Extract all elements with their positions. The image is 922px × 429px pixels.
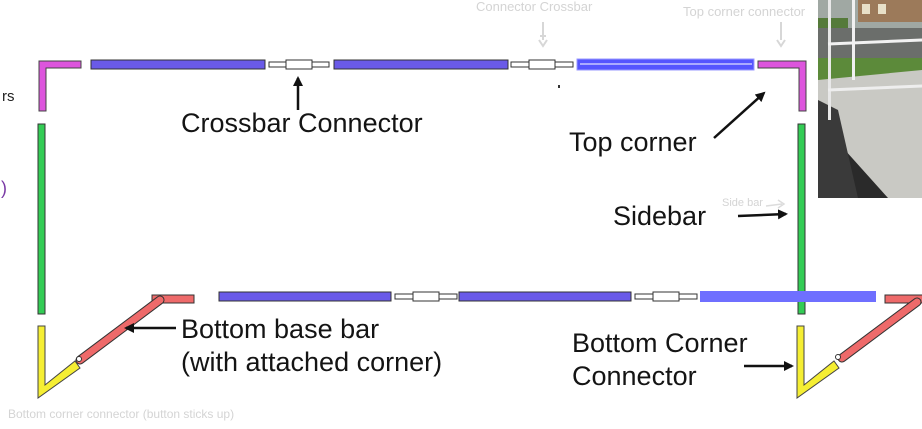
ghost-label-bottom-corner-connector: Bottom corner connector (button sticks u… <box>8 407 235 421</box>
ghost-arrow-connector <box>538 22 548 48</box>
bottom-base-bar-label-line1: Bottom base bar <box>181 314 380 344</box>
top-crossbar-1 <box>90 59 266 70</box>
bottom-corner-connector-label: Bottom Corner Connector <box>572 327 748 393</box>
sidebar-label: Sidebar <box>613 201 707 231</box>
crossbar-connector-label: Crossbar Connector <box>181 108 423 138</box>
bottom-base-bar-right <box>884 294 922 304</box>
photo-of-pvc-frame-outdoors-icon <box>818 0 922 198</box>
crossbar-connector-top-2 <box>510 59 574 70</box>
bottom-base-bar-label: Bottom base bar (with attached corner) <box>181 313 442 379</box>
bottom-crossbar-1 <box>218 291 392 302</box>
photo-inset <box>818 0 922 198</box>
clipped-text-left-mid: ) <box>1 178 7 198</box>
crossbar-connector-top-1 <box>268 59 330 70</box>
left-sidebar <box>37 123 46 315</box>
top-right-corner <box>757 60 807 112</box>
bottom-base-bar-left <box>151 294 195 304</box>
crossbar-connector-bottom-1 <box>394 291 458 302</box>
bottom-corner-label-line1: Bottom Corner <box>572 328 748 358</box>
ghost-label-top-corner-connector: Top corner connector <box>683 4 806 19</box>
bottom-corner-connector-left <box>37 325 81 399</box>
bottom-crossbar-3 <box>700 291 876 302</box>
clipped-text-left-top: rs <box>2 88 15 105</box>
top-left-corner <box>38 60 82 112</box>
bottom-corner-label-line2: Connector <box>572 360 697 391</box>
bottom-base-bar-label-line2: (with attached corner) <box>181 346 443 377</box>
ghost-arrow-top-corner <box>776 22 786 48</box>
sidebar-arrow <box>737 209 788 220</box>
bottom-crossbar-2 <box>458 291 632 302</box>
top-corner-label: Top corner <box>569 127 697 157</box>
ghost-label-connector-crossbar: Connector Crossbar <box>476 0 593 14</box>
right-sidebar <box>797 123 806 315</box>
ghost-label-side-bar: Side bar <box>722 197 763 209</box>
crossbar-connector-bottom-2 <box>634 291 698 302</box>
top-crossbar-2 <box>333 59 509 70</box>
bottom-corner-connector-right <box>796 325 840 399</box>
top-corner-arrow <box>713 91 766 139</box>
